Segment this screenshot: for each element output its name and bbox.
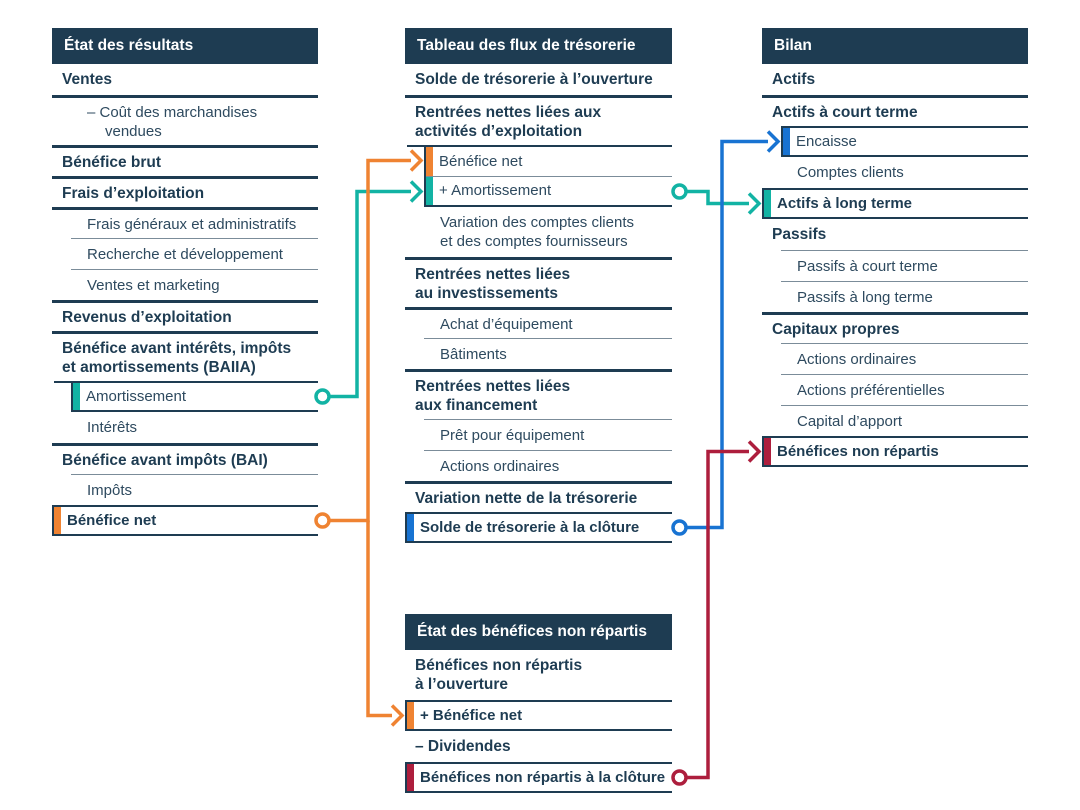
blue-marker-bar bbox=[783, 128, 790, 155]
row: Rentrées nettes liées aux financement bbox=[405, 369, 672, 419]
panel-retained-earnings-statement: État des bénéfices non répartis Bénéfice… bbox=[405, 614, 672, 793]
panel-cash-flow-statement: Tableau des flux de trésorerie Solde de … bbox=[405, 28, 672, 543]
connector-amortissement-to-balance bbox=[671, 183, 762, 215]
row-label: + Amortissement bbox=[439, 182, 552, 200]
row: Variation des comptes clients et des com… bbox=[440, 214, 634, 250]
highlight-group: Bénéfice net + Amortissement bbox=[407, 144, 672, 207]
row: Variation nette de la trésorerie bbox=[405, 481, 672, 512]
row: Actifs bbox=[772, 71, 816, 88]
row: Frais généraux et administratifs bbox=[52, 207, 318, 238]
row: Passifs à court terme bbox=[781, 250, 1028, 281]
panel-title: Tableau des flux de trésorerie bbox=[405, 28, 672, 64]
row: Actifs à court terme bbox=[762, 95, 1028, 126]
row: Impôts bbox=[71, 474, 318, 505]
row: Ventes bbox=[62, 71, 112, 88]
row: Capitaux propres bbox=[762, 312, 1028, 343]
orange-marker-bar bbox=[54, 507, 61, 534]
row: Actions préférentielles bbox=[781, 374, 1028, 405]
row: Capital d’apport bbox=[781, 405, 1028, 436]
row-label: Actifs à long terme bbox=[777, 195, 913, 212]
row: Bâtiments bbox=[424, 338, 672, 369]
row: Frais d’exploitation bbox=[52, 176, 318, 207]
row: Passifs bbox=[772, 226, 827, 243]
row: Intérêts bbox=[87, 419, 138, 436]
arrowhead-icon bbox=[390, 704, 405, 727]
panel-title: État des résultats bbox=[52, 28, 318, 64]
row: – Coût des marchandises vendues bbox=[52, 95, 318, 145]
orange-marker-bar bbox=[426, 147, 433, 176]
crimson-marker-bar bbox=[407, 764, 414, 791]
teal-marker-bar bbox=[764, 190, 771, 217]
highlight-group: Amortissement bbox=[54, 380, 318, 412]
row: – Dividendes bbox=[415, 738, 511, 755]
row: Recherche et développement bbox=[71, 238, 318, 269]
connector-dot bbox=[671, 769, 688, 786]
blue-marker-bar bbox=[407, 514, 414, 541]
highlight-row: Bénéfice net bbox=[54, 507, 318, 534]
row: Achat d’équipement bbox=[405, 307, 672, 338]
connector-closing-retained-to-balance bbox=[671, 440, 762, 786]
row: Bénéfice avant impôts (BAI) bbox=[52, 443, 318, 474]
row: Bénéfices non répartis à l’ouverture bbox=[415, 657, 583, 693]
highlight-group: Encaisse bbox=[781, 126, 1028, 157]
connector-dot bbox=[671, 183, 688, 200]
row: Solde de trésorerie à l’ouverture bbox=[415, 71, 653, 88]
panel-title: Bilan bbox=[762, 28, 1028, 64]
row: Revenus d’exploitation bbox=[52, 300, 318, 331]
row: Rentrées nettes liées aux activités d’ex… bbox=[405, 95, 672, 145]
highlight-row: + Bénéfice net bbox=[407, 702, 672, 729]
row-label: Bénéfices non répartis bbox=[777, 443, 939, 460]
row-label: Solde de trésorerie à la clôture bbox=[420, 519, 640, 536]
row: Prêt pour équipement bbox=[424, 419, 672, 450]
row-label: Bénéfices non répartis à la clôture bbox=[420, 769, 666, 786]
row: Bénéfice brut bbox=[52, 145, 318, 176]
row: Actions ordinaires bbox=[424, 450, 672, 481]
row-label: Bénéfice net bbox=[439, 152, 523, 170]
row: Comptes clients bbox=[797, 164, 904, 181]
highlight-row: Bénéfices non répartis bbox=[764, 438, 1028, 465]
highlight-row: + Amortissement bbox=[426, 175, 672, 205]
highlight-group: + Bénéfice net bbox=[405, 700, 672, 731]
teal-marker-bar bbox=[426, 176, 433, 205]
row-label: Amortissement bbox=[86, 388, 187, 405]
arrowhead-icon bbox=[747, 440, 762, 463]
row: Passifs à long terme bbox=[781, 281, 1028, 312]
highlight-group: Actifs à long terme bbox=[762, 188, 1028, 219]
row-label: Encaisse bbox=[796, 133, 857, 150]
connector-dot bbox=[671, 519, 688, 536]
highlight-row: Bénéfices non répartis à la clôture bbox=[407, 764, 672, 791]
row: Ventes et marketing bbox=[71, 269, 318, 300]
highlight-group: Bénéfices non répartis à la clôture bbox=[405, 762, 672, 793]
highlight-row: Solde de trésorerie à la clôture bbox=[407, 514, 672, 541]
row-label: + Bénéfice net bbox=[420, 707, 523, 724]
highlight-row: Actifs à long terme bbox=[764, 190, 1028, 217]
orange-marker-bar bbox=[407, 702, 414, 729]
row: Bénéfice avant intérêts, impôts et amort… bbox=[52, 331, 318, 381]
row: Rentrées nettes liées au investissements bbox=[405, 257, 672, 307]
row: Actions ordinaires bbox=[781, 343, 1028, 374]
crimson-marker-bar bbox=[764, 438, 771, 465]
highlight-row: Encaisse bbox=[783, 128, 1028, 155]
row-label: Bénéfice net bbox=[67, 512, 157, 529]
highlight-row: Bénéfice net bbox=[426, 147, 672, 176]
panel-income-statement: État des résultats Ventes – Coût des marc… bbox=[52, 28, 318, 536]
panel-title: État des bénéfices non répartis bbox=[405, 614, 672, 650]
highlight-group: Bénéfices non répartis bbox=[762, 436, 1028, 467]
highlight-group: Bénéfice net bbox=[52, 505, 318, 536]
arrowhead-icon bbox=[747, 192, 762, 215]
panel-rows: Bénéfices non répartis à l’ouverture + Bé… bbox=[405, 650, 672, 793]
highlight-group: Solde de trésorerie à la clôture bbox=[405, 512, 672, 543]
teal-marker-bar bbox=[73, 383, 80, 410]
highlight-row: Amortissement bbox=[73, 383, 318, 410]
